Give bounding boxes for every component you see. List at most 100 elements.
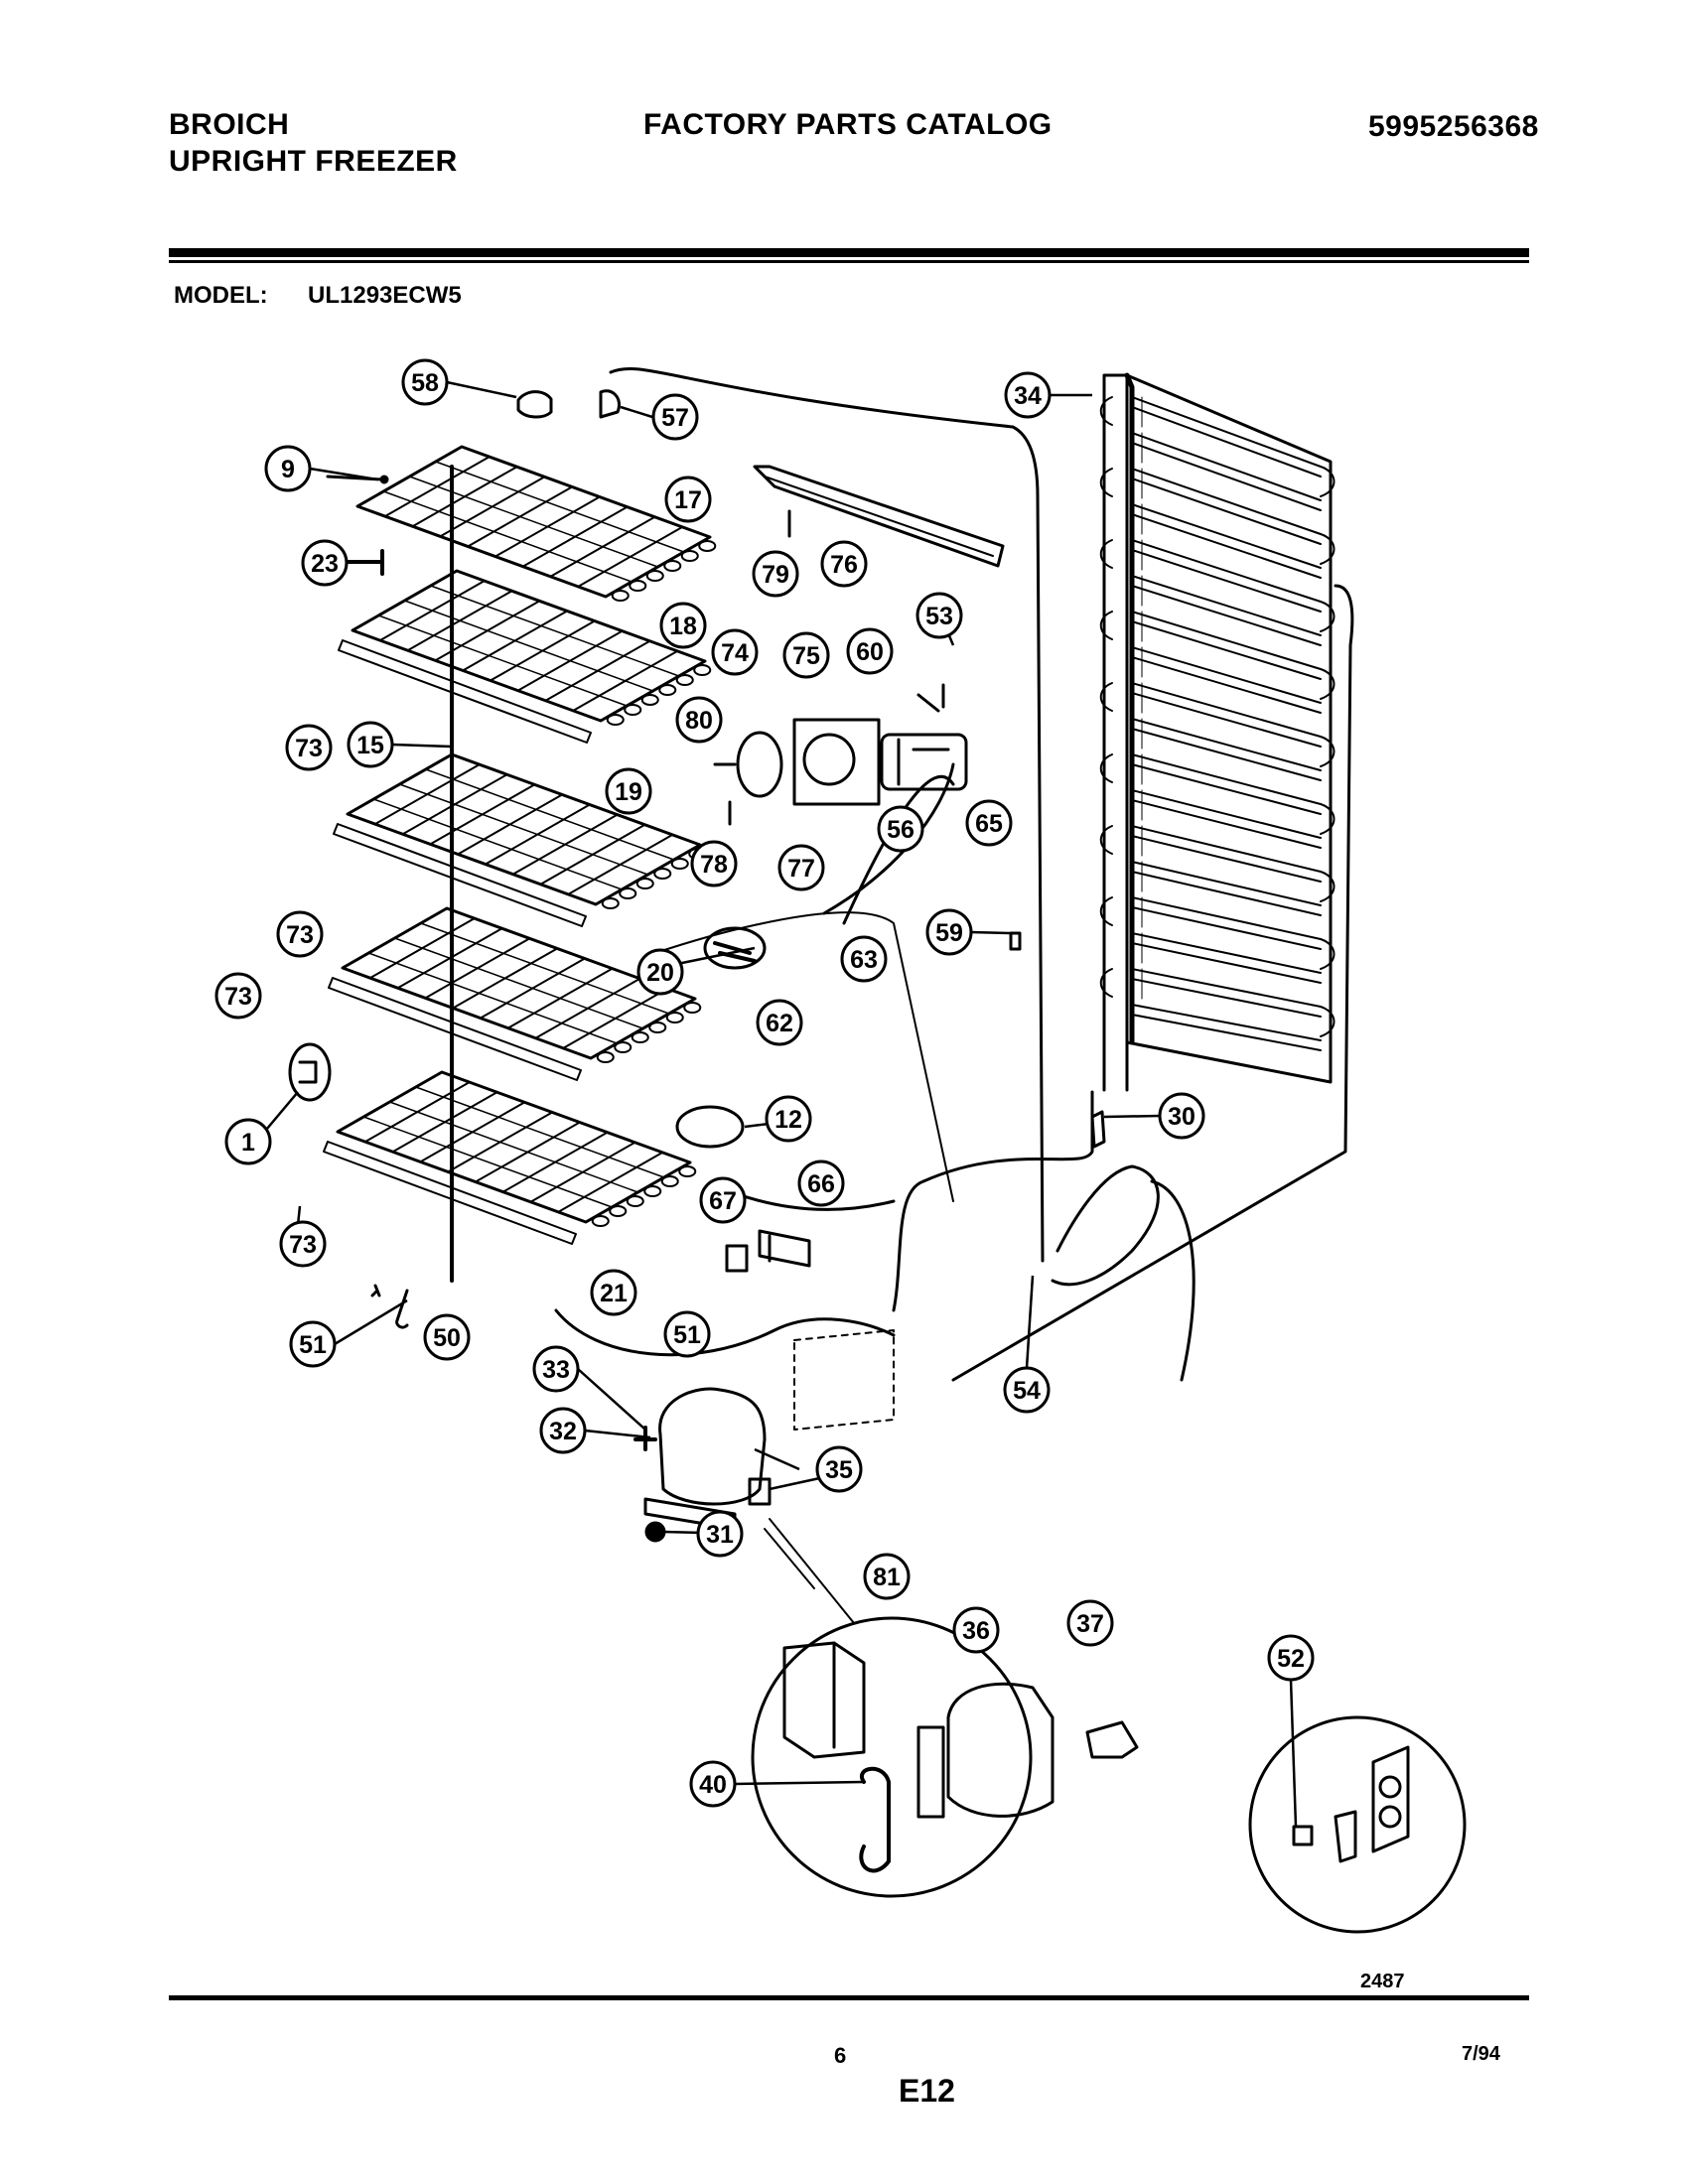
callout-80: 80 <box>675 696 723 744</box>
svg-text:53: 53 <box>925 603 953 630</box>
evaporator-coil <box>1099 372 1336 1092</box>
callout-15: 15 <box>347 721 394 768</box>
drain-trough <box>753 465 1005 568</box>
drain-fitting <box>675 1105 745 1149</box>
svg-text:37: 37 <box>1076 1610 1104 1638</box>
svg-text:66: 66 <box>807 1170 835 1198</box>
svg-text:35: 35 <box>825 1456 853 1484</box>
clip-40 <box>859 1766 891 1873</box>
svg-text:73: 73 <box>295 735 323 762</box>
start-relay <box>916 1682 1055 1819</box>
svg-text:76: 76 <box>830 551 858 579</box>
callout-77: 77 <box>777 844 825 891</box>
svg-text:73: 73 <box>286 921 314 949</box>
callout-53: 53 <box>915 592 963 639</box>
svg-text:75: 75 <box>792 642 820 670</box>
callout-20: 20 <box>636 948 684 996</box>
callout-79: 79 <box>752 550 799 598</box>
callout-54: 54 <box>1003 1366 1051 1414</box>
callout-37: 37 <box>1066 1599 1114 1647</box>
callout-66: 66 <box>797 1160 845 1207</box>
callout-30: 30 <box>1158 1092 1205 1140</box>
tubing-loop <box>1051 1164 1160 1287</box>
callout-78: 78 <box>690 840 738 887</box>
callout-33: 33 <box>532 1345 580 1393</box>
svg-text:58: 58 <box>411 369 439 397</box>
callout-75: 75 <box>782 631 830 679</box>
svg-text:15: 15 <box>356 732 384 759</box>
svg-text:65: 65 <box>975 810 1003 838</box>
brand-name: BROICH <box>169 108 290 141</box>
svg-text:60: 60 <box>856 638 884 666</box>
callout-57: 57 <box>651 393 699 441</box>
svg-text:33: 33 <box>542 1356 570 1384</box>
callout-12: 12 <box>765 1095 812 1143</box>
section-code: E12 <box>899 2073 955 2109</box>
door-switch <box>288 1042 332 1102</box>
svg-text:36: 36 <box>962 1617 990 1645</box>
callout-63: 63 <box>840 935 888 983</box>
callout-73: 73 <box>279 1220 327 1268</box>
wall-outlet <box>1371 1745 1410 1853</box>
suction-line <box>609 366 1045 1263</box>
svg-text:80: 80 <box>685 707 713 735</box>
thermostat <box>703 926 767 970</box>
callout-18: 18 <box>659 602 707 649</box>
callout-50: 50 <box>423 1313 471 1361</box>
svg-text:57: 57 <box>661 404 689 432</box>
callout-52: 52 <box>1267 1634 1315 1682</box>
callout-34: 34 <box>1004 371 1052 419</box>
svg-text:59: 59 <box>935 919 963 947</box>
callout-76: 76 <box>820 540 868 588</box>
svg-text:77: 77 <box>787 855 815 883</box>
callout-31: 31 <box>696 1510 744 1558</box>
svg-text:51: 51 <box>673 1321 701 1349</box>
callout-56: 56 <box>877 805 924 853</box>
header-rule-thick <box>169 248 1529 257</box>
svg-text:63: 63 <box>850 946 878 974</box>
callout-40: 40 <box>689 1760 737 1808</box>
detail-circle-electrical <box>751 1616 1033 1898</box>
callout-23: 23 <box>301 539 349 587</box>
callout-65: 65 <box>965 799 1013 847</box>
drawing-number: 2487 <box>1360 1971 1405 1992</box>
page-number: 6 <box>834 2043 847 2068</box>
svg-text:52: 52 <box>1277 1645 1305 1673</box>
svg-text:20: 20 <box>646 959 674 987</box>
callout-21: 21 <box>590 1269 637 1316</box>
callout-35: 35 <box>815 1445 863 1493</box>
callout-58: 58 <box>401 358 449 406</box>
svg-text:74: 74 <box>721 639 749 667</box>
svg-text:40: 40 <box>699 1771 727 1799</box>
callout-81: 81 <box>863 1553 911 1600</box>
overload-protector <box>1085 1720 1139 1759</box>
svg-text:18: 18 <box>669 613 697 640</box>
callout-73: 73 <box>285 724 333 771</box>
callout-17: 17 <box>664 476 712 523</box>
callout-36: 36 <box>952 1606 1000 1654</box>
fan-motor-assembly <box>736 718 968 806</box>
svg-text:73: 73 <box>224 983 252 1011</box>
wire-shelf-5 <box>323 1070 697 1245</box>
svg-text:73: 73 <box>289 1231 317 1259</box>
callout-51: 51 <box>663 1310 711 1358</box>
leader-lines <box>255 380 1298 1828</box>
catalog-title: FACTORY PARTS CATALOG <box>643 108 1053 141</box>
catalog-number: 5995256368 <box>1368 110 1539 143</box>
wire-shelf-1 <box>355 445 717 602</box>
relay-cover <box>782 1641 866 1759</box>
callout-62: 62 <box>756 999 803 1046</box>
svg-text:12: 12 <box>774 1106 802 1134</box>
callout-19: 19 <box>605 767 652 815</box>
revision-date: 7/94 <box>1462 2043 1500 2065</box>
model-number: UL1293ECW5 <box>308 282 462 309</box>
callout-32: 32 <box>539 1407 587 1454</box>
svg-text:21: 21 <box>600 1280 628 1307</box>
svg-text:31: 31 <box>706 1521 734 1549</box>
header-rule-thin <box>169 260 1529 263</box>
callout-60: 60 <box>846 627 894 675</box>
wire-shelf-4 <box>328 906 702 1081</box>
footer-rule <box>169 1995 1529 2000</box>
svg-text:1: 1 <box>241 1129 255 1157</box>
